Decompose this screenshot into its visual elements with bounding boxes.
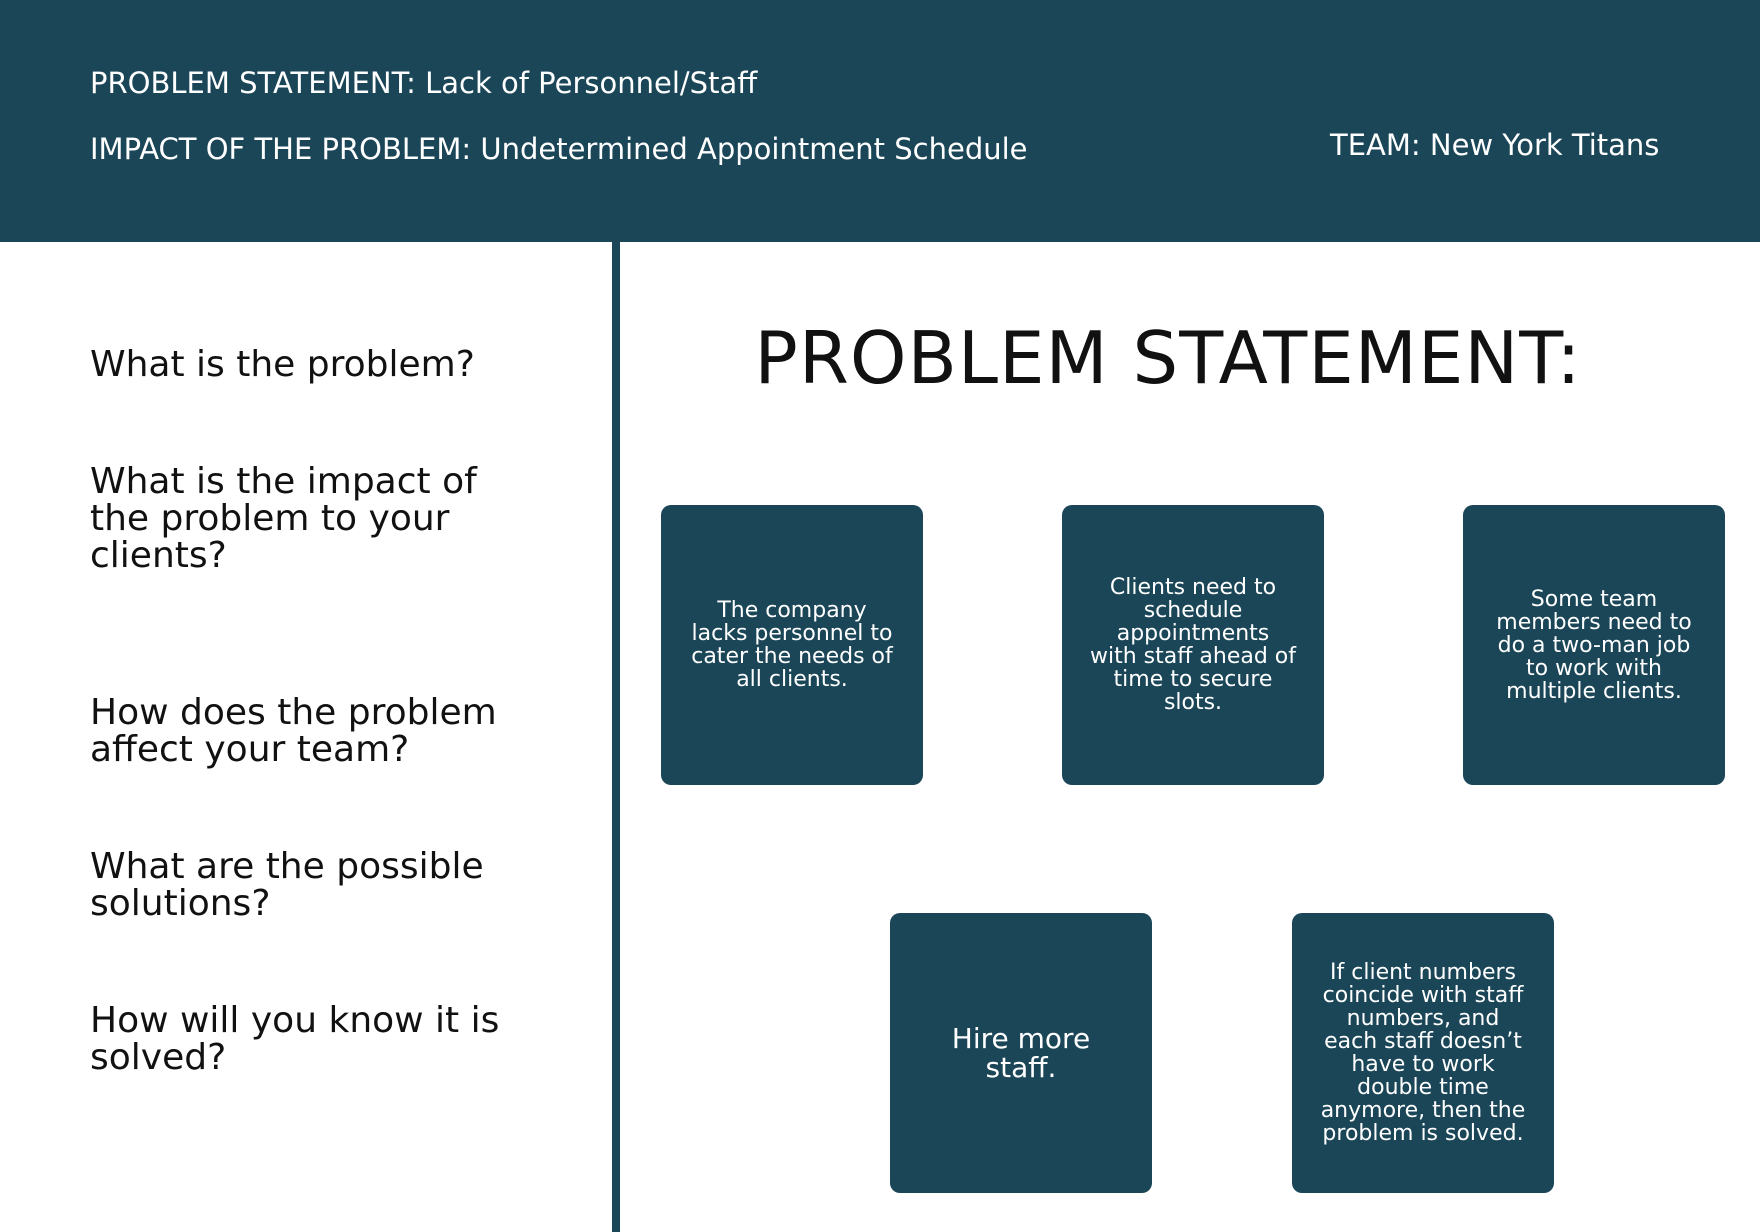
header-team: TEAM: New York Titans [1330,128,1660,162]
vertical-divider [612,242,620,1232]
card-problem-text: The company lacks personnel to cater the… [691,598,893,692]
card-solved-text: If client numbers coincide with staff nu… [1320,960,1526,1146]
header-impact: IMPACT OF THE PROBLEM: Undetermined Appo… [90,132,1028,166]
header-problem-statement: PROBLEM STATEMENT: Lack of Personnel/Sta… [90,66,758,100]
card-client-impact-text: Clients need to schedule appointments wi… [1090,575,1296,715]
question-solved: How will you know it is solved? [90,1000,500,1078]
card-solution-text: Hire more staff. [951,1022,1091,1084]
card-client-impact: Clients need to schedule appointments wi… [1062,505,1324,785]
question-solutions: What are the possible solutions? [90,846,484,924]
question-client-impact: What is the impact of the problem to you… [90,461,477,576]
question-team-impact: How does the problem affect your team? [90,692,497,770]
card-team-impact-text: Some team members need to do a two-man j… [1496,586,1692,704]
main-title: PROBLEM STATEMENT: [754,316,1582,400]
card-solution: Hire more staff. [890,913,1152,1193]
question-problem: What is the problem? [90,344,475,385]
header-banner: PROBLEM STATEMENT: Lack of Personnel/Sta… [0,0,1760,242]
card-problem: The company lacks personnel to cater the… [661,505,923,785]
card-solved: If client numbers coincide with staff nu… [1292,913,1554,1193]
card-team-impact: Some team members need to do a two-man j… [1463,505,1725,785]
